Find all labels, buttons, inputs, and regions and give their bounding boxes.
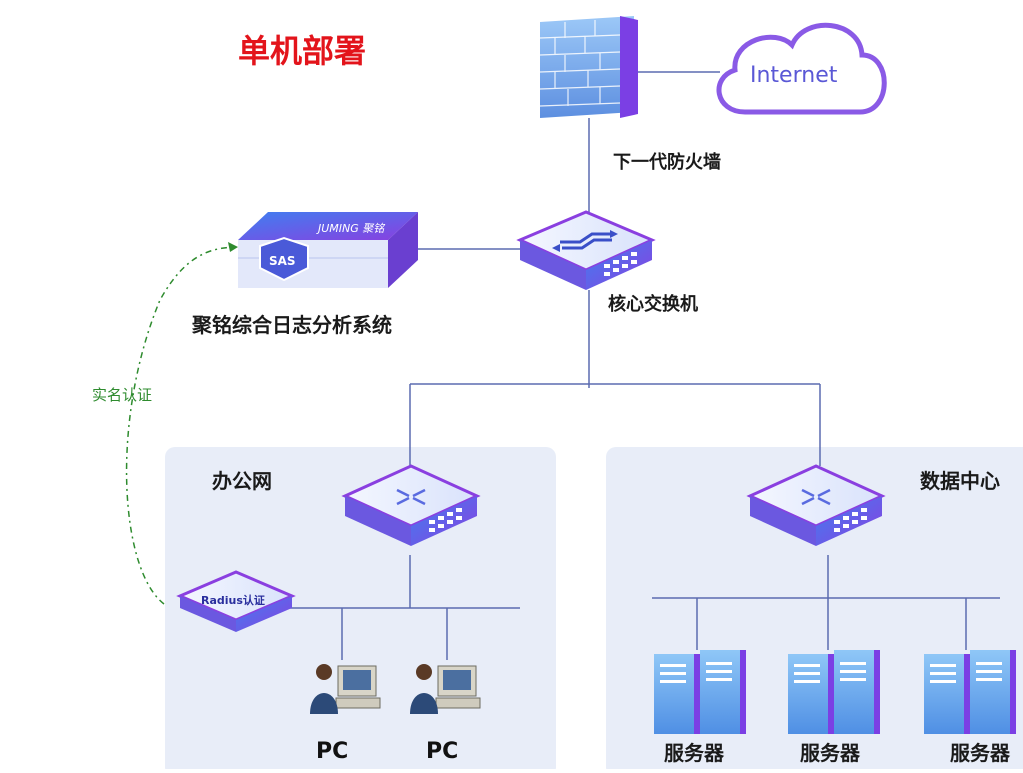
sas-brand: JUMING 聚铭 <box>316 222 386 235</box>
connection-lines <box>270 71 1000 660</box>
sas-badge: SAS <box>269 254 296 268</box>
pc-workstation-icon <box>310 664 381 714</box>
radius-label: Radius认证 <box>201 593 265 607</box>
internet-label: Internet <box>750 63 838 88</box>
sas-appliance-icon: SAS JUMING 聚铭 <box>238 212 418 288</box>
pc-label-2: PC <box>426 739 458 764</box>
internet-cloud-icon <box>716 22 887 115</box>
server-label-1: 服务器 <box>664 741 725 765</box>
firewall-label: 下一代防火墙 <box>613 151 721 173</box>
data-center-label: 数据中心 <box>920 469 1000 493</box>
radius-appliance-icon <box>176 570 296 632</box>
office-zone-label: 办公网 <box>212 469 272 493</box>
datacenter-switch-icon <box>746 464 886 546</box>
office-switch-icon <box>341 464 481 546</box>
auth-dashed-path <box>125 246 236 605</box>
server-rack-icon <box>788 650 880 734</box>
pc-workstation-icon <box>410 664 481 714</box>
server-label-2: 服务器 <box>800 741 861 765</box>
auth-arrow-icon <box>228 242 238 252</box>
pc-label-1: PC <box>316 739 348 764</box>
server-rack-icon <box>654 650 746 734</box>
auth-link-label: 实名认证 <box>92 386 152 404</box>
core-switch-label: 核心交换机 <box>608 293 698 315</box>
core-switch-icon <box>516 210 656 290</box>
server-rack-icon <box>924 650 1016 734</box>
firewall-icon <box>539 16 638 118</box>
page-title: 单机部署 <box>238 32 366 70</box>
server-label-3: 服务器 <box>950 741 1011 765</box>
log-system-label: 聚铭综合日志分析系统 <box>191 313 392 337</box>
